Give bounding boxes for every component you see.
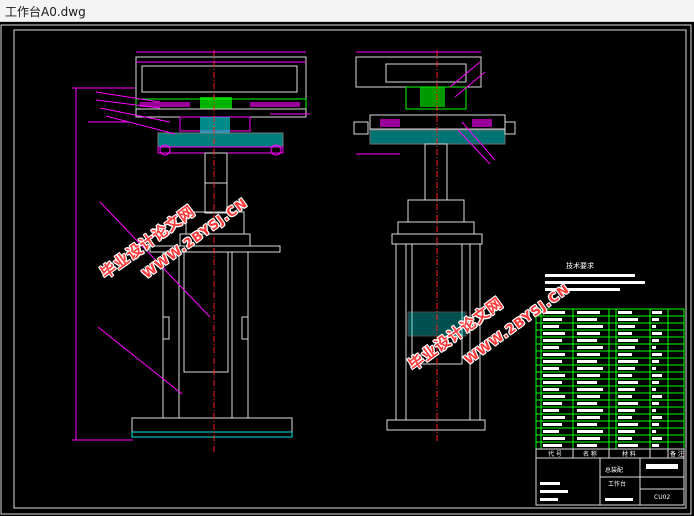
outer-frame	[0, 24, 692, 515]
bom-cell-text	[652, 332, 662, 335]
bom-cell-text	[652, 318, 659, 321]
bom-cell-text	[577, 409, 603, 412]
front-view	[72, 50, 310, 452]
bom-cell-text	[543, 430, 559, 433]
bom-cell-text	[652, 423, 659, 426]
bom-cell-text	[543, 318, 562, 321]
bom-cell-text	[543, 437, 565, 440]
bom-cell-text	[618, 381, 638, 384]
bom-cell-text	[577, 353, 600, 356]
window-titlebar: 工作台A0.dwg	[0, 0, 694, 22]
drawing-number: CU02	[654, 494, 670, 501]
bom-cell-text	[618, 346, 635, 349]
bom-cell-text	[543, 409, 559, 412]
bom-cell-text	[577, 423, 597, 426]
bom-cell-text	[543, 360, 562, 363]
bom-cell-text	[577, 388, 603, 391]
bom-cell-text	[577, 360, 597, 363]
bom-cell-text	[652, 444, 659, 447]
bom-cell-text	[618, 311, 632, 314]
tech-requirements: 技术要求	[545, 261, 645, 291]
bom-cell-text	[652, 360, 659, 363]
bom-cell-text	[652, 430, 656, 433]
bom-cell-text	[618, 409, 635, 412]
bom-cell-text	[577, 325, 603, 328]
bom-cell-text	[652, 325, 656, 328]
bom-cell-text	[577, 332, 600, 335]
bom-cell-text	[577, 437, 600, 440]
bom-cell-text	[543, 346, 559, 349]
bom-cell-text	[577, 402, 597, 405]
bom-cell-text	[652, 409, 656, 412]
bom-cell-text	[618, 388, 635, 391]
bom-cell-text	[618, 416, 632, 419]
bom-cell-text	[543, 353, 565, 356]
bom-cell-text	[543, 444, 562, 447]
bom-cell-text	[652, 416, 662, 419]
bom-cell-text	[618, 430, 635, 433]
bom-cell-text	[543, 339, 562, 342]
drawing-svg: 技术要求 代 号 名 称 材 料 备 注	[0, 24, 692, 515]
window-title: 工作台A0.dwg	[5, 5, 86, 19]
bom-cell-text	[652, 381, 659, 384]
cad-drawing-canvas[interactable]: 技术要求 代 号 名 称 材 料 备 注	[0, 22, 694, 516]
bom-cell-text	[652, 346, 656, 349]
bom-table	[535, 308, 685, 450]
inner-frame	[13, 29, 687, 509]
bom-cell-text	[577, 374, 600, 377]
bom-cell-text	[577, 430, 603, 433]
bom-cell-text	[652, 402, 659, 405]
label-mid: 总装配	[605, 466, 623, 474]
bom-cell-text	[543, 395, 565, 398]
bom-cell-text	[618, 437, 632, 440]
bom-cell-text	[652, 339, 659, 342]
bom-cell-text	[652, 367, 656, 370]
bom-cell-text	[618, 423, 638, 426]
bom-cell-text	[618, 353, 632, 356]
bom-cell-text	[618, 325, 635, 328]
bom-cell-text	[577, 367, 603, 370]
bom-cell-text	[618, 339, 638, 342]
bom-cell-text	[652, 374, 662, 377]
remarks-header: 备 注	[670, 450, 684, 458]
bom-cell-text	[618, 374, 632, 377]
bom-cell-text	[577, 346, 603, 349]
bom-cell-text	[652, 395, 662, 398]
side-view	[353, 50, 516, 442]
bom-cell-text	[543, 325, 559, 328]
title-block: 代 号 名 称 材 料 备 注 总装配 工作台 CU02	[535, 448, 685, 506]
bom-cell-text	[618, 402, 638, 405]
bom-cell-text	[543, 402, 562, 405]
bom-cell-text	[577, 416, 600, 419]
bom-cell-text	[577, 339, 597, 342]
bom-cell-text	[577, 444, 597, 447]
code-header: 代 号	[548, 450, 562, 458]
bom-cell-text	[543, 381, 562, 384]
drawing-name: 工作台	[608, 480, 626, 488]
bom-cell-text	[577, 381, 597, 384]
bom-cell-text	[618, 395, 632, 398]
bom-cell-text	[652, 311, 662, 314]
bom-cell-text	[652, 388, 656, 391]
bom-cell-text	[543, 416, 565, 419]
bom-cell-text	[543, 367, 559, 370]
bom-cell-text	[543, 388, 559, 391]
material-header: 材 料	[622, 450, 636, 458]
bom-cell-text	[652, 437, 662, 440]
bom-cell-text	[618, 444, 638, 447]
bom-cell-text	[618, 318, 638, 321]
bom-cell-text	[543, 332, 565, 335]
bom-cell-text	[577, 318, 597, 321]
bom-cell-text	[543, 423, 562, 426]
bom-cell-text	[618, 360, 638, 363]
bom-cell-text	[577, 395, 600, 398]
bom-cell-text	[618, 367, 635, 370]
tech-requirements-title: 技术要求	[566, 261, 594, 270]
bom-cell-text	[618, 332, 632, 335]
bom-cell-text	[652, 353, 662, 356]
name-header: 名 称	[583, 450, 597, 458]
bom-cell-text	[577, 311, 600, 314]
bom-cell-text	[543, 311, 565, 314]
bom-cell-text	[543, 374, 565, 377]
